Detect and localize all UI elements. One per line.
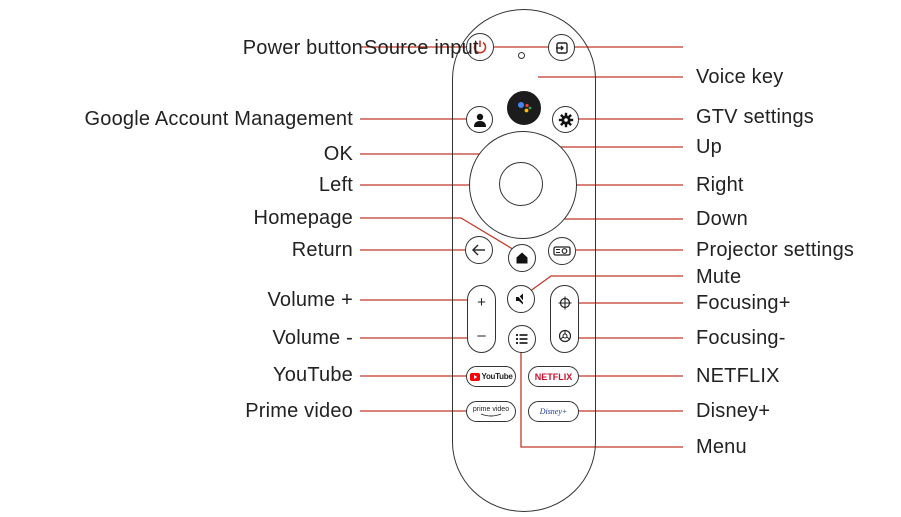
home-icon	[516, 252, 528, 264]
focus-rocker	[550, 285, 579, 353]
youtube-button[interactable]: YouTube	[466, 366, 516, 387]
menu-button[interactable]	[508, 325, 536, 353]
volume-down-button[interactable]: –	[477, 326, 486, 344]
label-youtube: YouTube	[273, 364, 353, 386]
label-netflix: NETFLIX	[696, 365, 780, 387]
prime-video-button[interactable]: prime video	[466, 401, 516, 422]
volume-rocker: + –	[467, 285, 496, 353]
youtube-logo-text: YouTube	[481, 372, 513, 381]
label-homepage: Homepage	[253, 207, 353, 229]
netflix-button[interactable]: NETFLIX	[528, 366, 579, 387]
focus-plus-icon[interactable]	[558, 296, 572, 310]
disney-plus-button[interactable]: Disney+	[528, 401, 579, 422]
projector-settings-button[interactable]	[548, 237, 576, 265]
label-volume-up: Volume +	[267, 289, 353, 311]
label-voice-key: Voice key	[696, 66, 784, 88]
label-left: Left	[318, 174, 353, 196]
mute-button[interactable]	[507, 285, 535, 313]
label-disney-plus: Disney+	[696, 400, 771, 422]
label-source: Source input	[364, 37, 479, 59]
ok-button[interactable]	[499, 162, 543, 206]
label-down: Down	[696, 208, 748, 230]
source-input-icon	[555, 41, 568, 54]
remote-body	[452, 9, 596, 512]
disney-logo-text: Disney+	[539, 407, 568, 416]
gear-icon	[558, 112, 573, 127]
label-return: Return	[291, 239, 353, 261]
focus-minus-icon[interactable]	[558, 329, 572, 343]
voice-key-button[interactable]	[507, 91, 541, 125]
netflix-logo-text: NETFLIX	[534, 371, 573, 382]
gtv-settings-button[interactable]	[552, 106, 579, 133]
prime-smile-icon	[480, 413, 502, 417]
list-icon	[515, 333, 528, 345]
label-right: Right	[696, 174, 744, 196]
label-google-account: Google Account Management	[84, 108, 353, 130]
label-menu: Menu	[696, 436, 747, 458]
youtube-play-icon	[469, 372, 480, 381]
google-account-button[interactable]	[466, 106, 493, 133]
microphone-hole	[518, 52, 525, 59]
back-arrow-icon	[472, 244, 485, 256]
account-icon	[473, 113, 486, 127]
label-focusing-minus: Focusing-	[696, 327, 786, 349]
label-focusing-plus: Focusing+	[696, 292, 791, 314]
return-button[interactable]	[465, 236, 493, 264]
label-projector-settings: Projector settings	[696, 239, 855, 261]
google-assistant-icon	[518, 102, 532, 113]
power-icon	[473, 40, 487, 54]
label-volume-down: Volume -	[272, 327, 353, 349]
prime-logo-text: prime video	[472, 406, 510, 413]
label-prime-video: Prime video	[245, 400, 353, 422]
label-mute: Mute	[696, 266, 742, 288]
label-up: Up	[696, 136, 722, 158]
mute-icon	[516, 293, 526, 305]
label-power: Power button	[242, 37, 363, 59]
source-input-button[interactable]	[548, 34, 575, 61]
power-button[interactable]	[466, 33, 494, 61]
volume-up-button[interactable]: +	[477, 293, 486, 311]
label-ok: OK	[323, 143, 353, 165]
projector-icon	[553, 246, 571, 256]
home-button[interactable]	[508, 244, 536, 272]
label-gtv-settings: GTV settings	[696, 106, 814, 128]
